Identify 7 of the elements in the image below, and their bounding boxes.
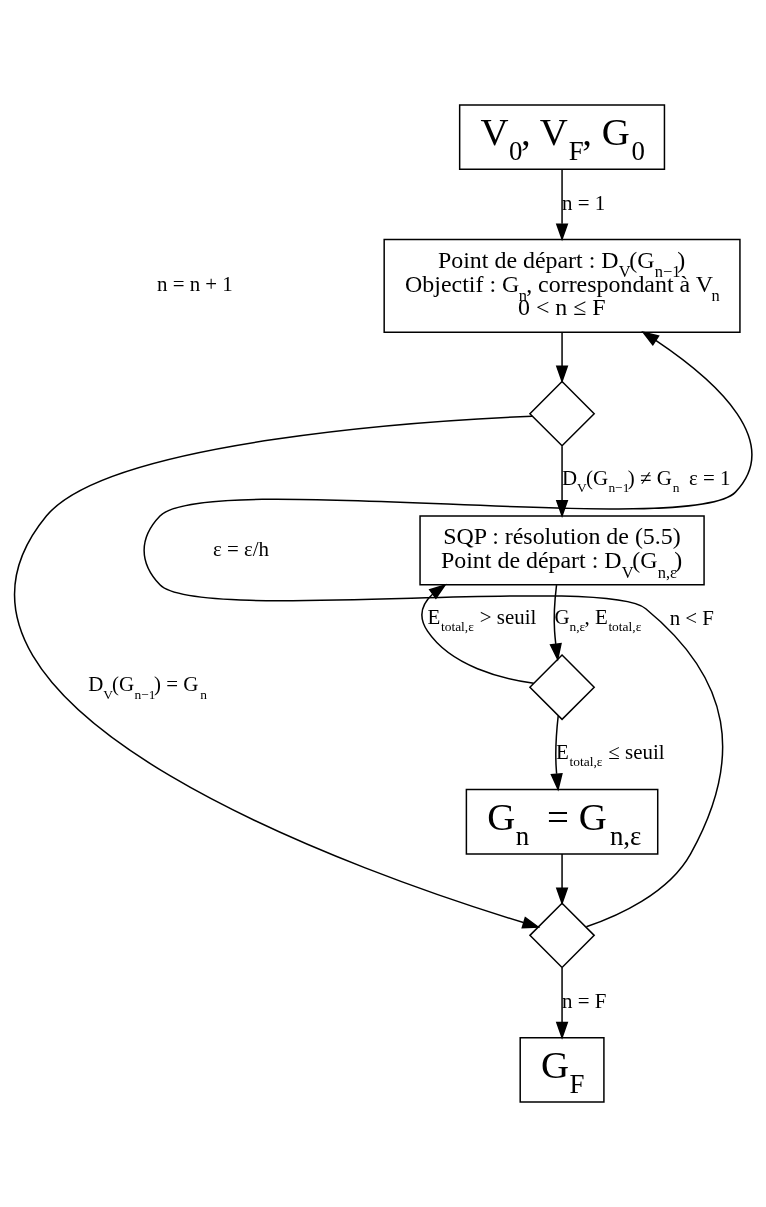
- label: ε = ε/h: [213, 536, 270, 561]
- edge-label: E$_{total,ε}$ > seuil: [427, 604, 537, 635]
- label: n = n + 1: [156, 272, 233, 297]
- edge-label: D$_{V}$(G$_{n−1}$) = G$_{n}$: [88, 672, 208, 702]
- edge-label: n < F: [669, 606, 715, 631]
- edge-label: E$_{total,ε}$ ≤ seuil: [556, 739, 665, 770]
- edge-label: G$_{n,ε}$, E$_{total,ε}$: [554, 604, 642, 635]
